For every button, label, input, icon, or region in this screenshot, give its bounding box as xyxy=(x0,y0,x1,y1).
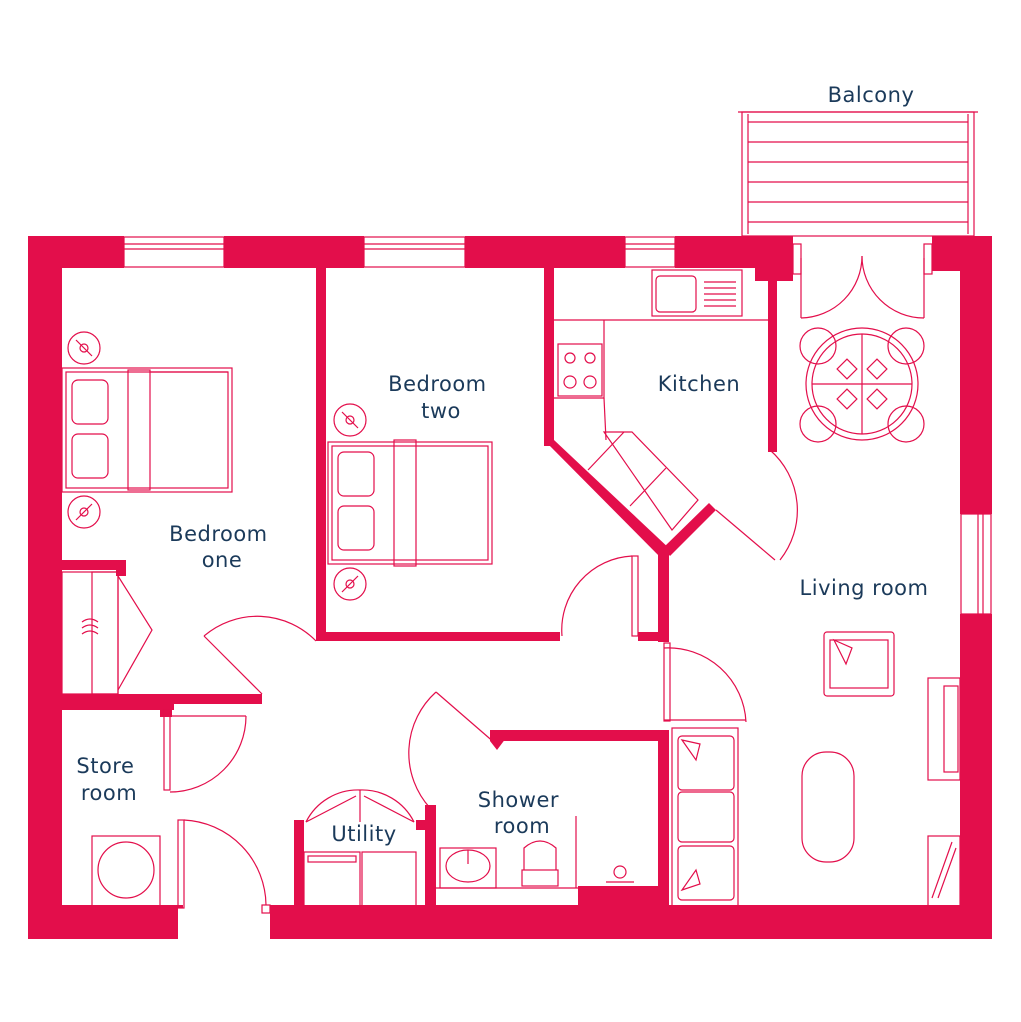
room-label-kitchen: Kitchen xyxy=(658,372,740,396)
exterior-walls xyxy=(28,236,992,939)
side-unit xyxy=(927,835,961,907)
shower-screen xyxy=(575,816,634,888)
armchair xyxy=(823,631,895,697)
tv-unit xyxy=(927,677,961,781)
wash-basin xyxy=(439,847,497,889)
sofa xyxy=(671,727,739,907)
room-label-bedroom-two: Bedroom two xyxy=(388,372,494,423)
room-label-store-room: Store room xyxy=(76,754,141,805)
washing-machine xyxy=(303,851,361,907)
toilet xyxy=(521,840,559,887)
boiler xyxy=(91,835,161,907)
kitchen-door[interactable] xyxy=(715,449,798,561)
dryer xyxy=(361,851,417,907)
room-label-balcony: Balcony xyxy=(828,83,915,107)
room-label-bedroom-one: Bedroom one xyxy=(169,522,275,572)
drainer xyxy=(704,281,736,307)
entrance-door[interactable] xyxy=(177,819,271,914)
balcony-doors[interactable] xyxy=(792,243,933,319)
dining-table xyxy=(799,327,925,443)
interior-walls xyxy=(62,266,777,910)
living-room-door[interactable] xyxy=(663,642,747,723)
double-bed-two xyxy=(327,439,493,567)
balcony xyxy=(738,111,978,237)
bedroom-one-door[interactable] xyxy=(203,615,317,695)
room-label-shower-room: Shower room xyxy=(478,788,566,838)
utility-doors[interactable] xyxy=(305,789,415,823)
bedroom-two-door[interactable] xyxy=(561,555,639,637)
coffee-table xyxy=(801,751,855,863)
room-label-utility: Utility xyxy=(331,822,396,846)
store-room-door[interactable] xyxy=(163,709,247,793)
bedside-lamp-icon xyxy=(333,567,367,601)
shower-room-door[interactable] xyxy=(408,691,497,809)
bedside-lamp-icon xyxy=(333,403,367,437)
hob-icon xyxy=(557,343,603,397)
kitchen-counter xyxy=(554,269,768,531)
bedside-lamp-icon xyxy=(67,495,101,529)
windows xyxy=(123,236,992,615)
room-label-living-room: Living room xyxy=(800,576,929,600)
bedside-lamp-icon xyxy=(67,331,101,365)
doors xyxy=(163,243,933,914)
double-bed-one xyxy=(61,367,233,493)
wardrobe xyxy=(61,571,153,695)
